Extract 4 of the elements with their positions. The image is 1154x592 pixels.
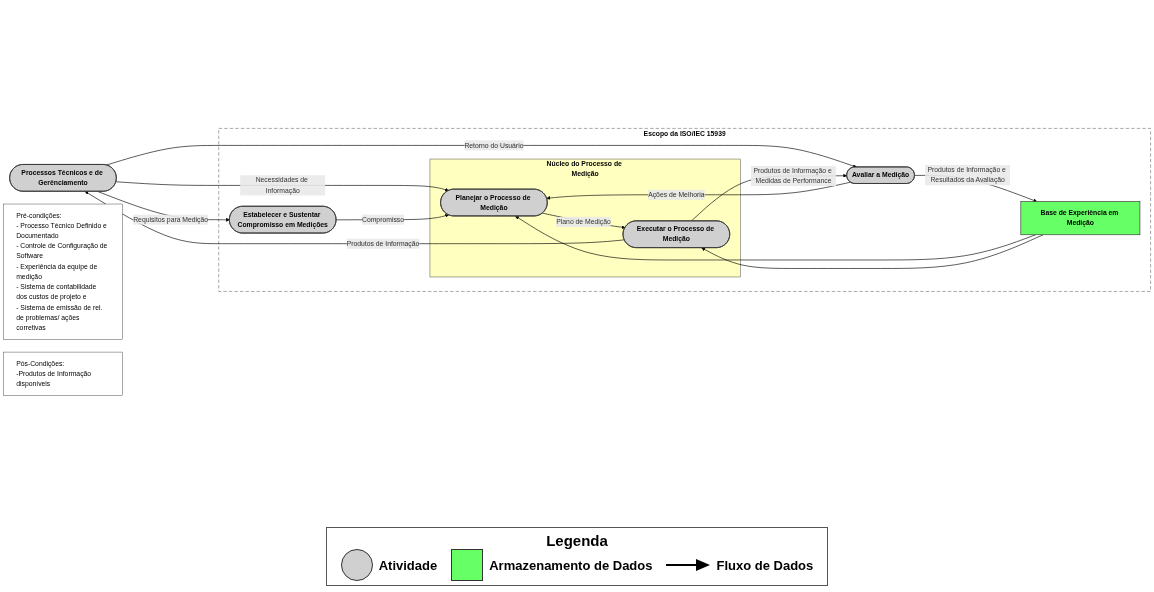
legend-text: Fluxo de Dados (716, 557, 814, 573)
legend-text: Armazenamento de Dados (489, 557, 653, 573)
legend-text: Atividade (378, 557, 438, 573)
legend-title: Legenda (546, 532, 608, 549)
